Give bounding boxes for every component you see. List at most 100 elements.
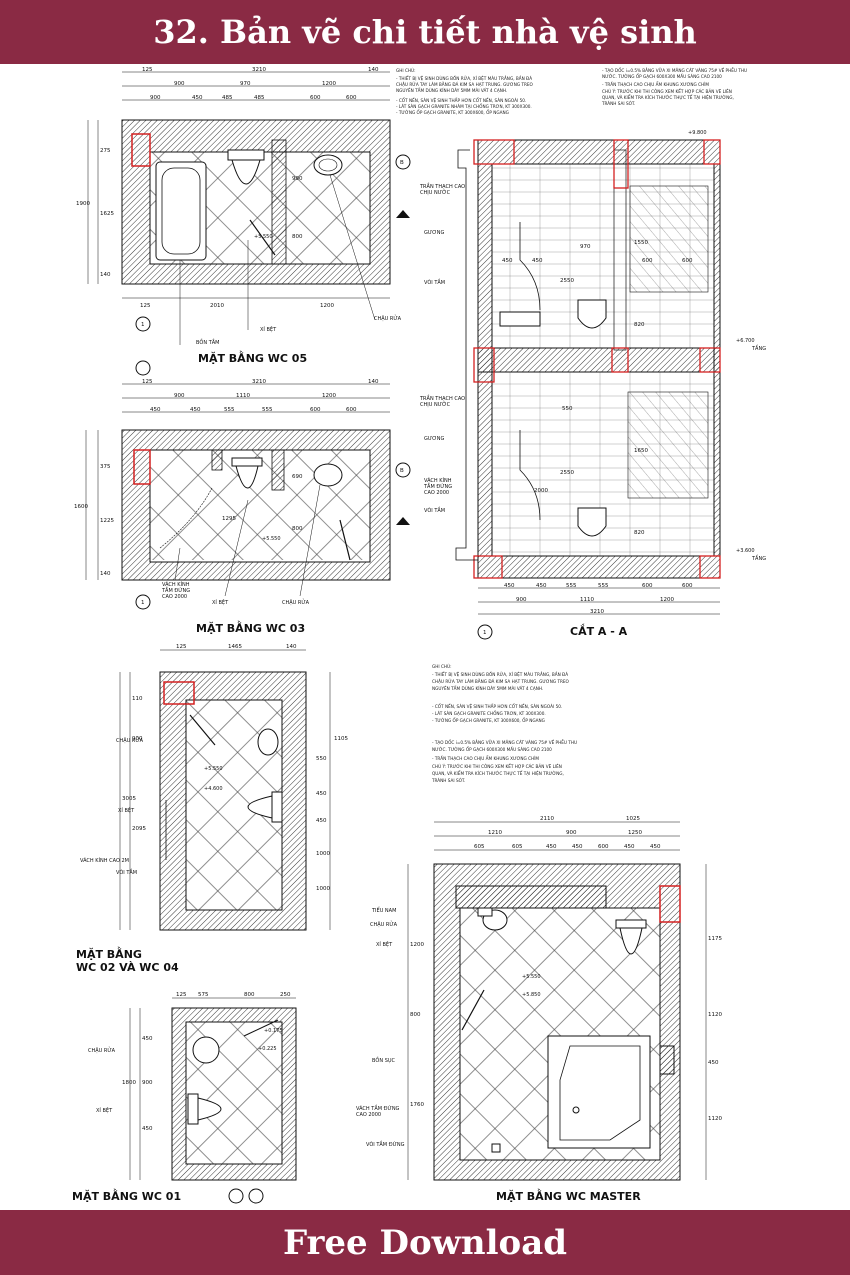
wc0204-dim-right-5: 1000: [316, 851, 330, 857]
master-dim-low-5: 600: [598, 844, 609, 850]
wc03-dim-mid-2: 1110: [236, 393, 250, 399]
wc03-axis-1-marker-icon: [135, 594, 151, 610]
toilet-detail-drawing-sheet: B 1 125 3210 140 900 970 1200 900 450 48…: [72, 67, 766, 1204]
washbasin-icon: [313, 154, 343, 176]
master-top-wall-block: [455, 885, 607, 909]
notes1-line-1: - THIẾT BỊ VỆ SINH DÙNG BỒN RỬA, XÍ BỆT …: [396, 75, 532, 81]
wc05-partition: [271, 139, 287, 265]
master-pilaster: [659, 1045, 675, 1075]
wc0204-dim-right-6: 1000: [316, 886, 330, 892]
axis-1-label: 1: [141, 322, 145, 328]
wc01-dim-left-4: 450: [142, 1126, 153, 1132]
wc03-dim-top-3: 140: [368, 379, 379, 385]
section-cornice-icon: [455, 149, 478, 561]
wc05-dim-left-3: 1900: [76, 201, 90, 207]
wc05-dim-bottom-1: 125: [140, 303, 151, 309]
section-dim-b1: 450: [504, 583, 515, 589]
wc03-highlight: [133, 449, 151, 485]
notes1-line-4: - CỐT NỀN, SÀN VỆ SINH THẤP HƠN CỐT NỀN,…: [396, 98, 526, 103]
wc01-level-2: +0.225: [258, 1046, 277, 1052]
section-dim-b3: 555: [566, 583, 577, 589]
master-jacuzzi-inner-icon: [559, 1045, 641, 1141]
wc0204-dim-top-1: 125: [176, 644, 187, 650]
section-a-a: +9.800 +6.700 +3.600 TẦNG TẦNG TRẦN THẠC…: [419, 130, 766, 640]
notes1-line-6: - TƯỜNG ỐP GẠCH GRANITE, KT 300X600, ỐP …: [396, 110, 509, 115]
section-title: CẮT A - A: [570, 623, 628, 638]
section-partition: [613, 149, 627, 351]
section-mid-slab: [477, 347, 721, 373]
master-dim-right-4: 1120: [708, 1116, 722, 1122]
master-label-tieu-nam: TIỂU NAM: [371, 906, 396, 914]
notes2-line-12: CHÚ Ý: TRƯỚC KHI THI CÔNG XEM KẾT HỢP CÁ…: [432, 763, 562, 769]
wc03-dim-left-3: 1600: [74, 504, 88, 510]
notes1-right-6: TRÁNH SAI SÓT.: [601, 101, 635, 106]
wc03-dim-low-4: 555: [262, 407, 273, 413]
wc03-dimensions: [85, 383, 390, 580]
wc05-dim-left-4: 140: [100, 272, 111, 278]
wc03-dim-low-6: 600: [346, 407, 357, 413]
wc0204-dim-left-3: 3005: [122, 796, 136, 802]
section-right-wall: [713, 163, 721, 557]
notes2-line-1: - THIẾT BỊ VỆ SINH DÙNG BỒN RỬA, XÍ BỆT …: [432, 671, 568, 677]
section-dim-b5: 600: [642, 583, 653, 589]
glass-door-icon: [249, 219, 276, 256]
master-dim-low-4: 450: [572, 844, 583, 850]
wc05-level: +5.550: [254, 234, 273, 240]
wc03-section-mark-icon: [396, 517, 410, 525]
master-toilet-bowl-icon: [619, 927, 643, 955]
wc0204-dim-left-1: 110: [132, 696, 143, 702]
section-dim-u7: 2550: [560, 278, 574, 284]
master-label-voi-tam: VÒI TẮM ĐỨNG: [366, 1140, 405, 1148]
wc03-level: +5.550: [262, 536, 281, 542]
wc0204-label-chau-rua: CHẬU RỬA: [116, 736, 144, 744]
wc0204-label-voi-tam: VÒI TẮM: [116, 868, 137, 876]
wc01-level-1: +0.175: [264, 1028, 283, 1034]
wc03-dim-top-1: 125: [142, 379, 153, 385]
footer-banner[interactable]: Free Download: [0, 1210, 850, 1275]
master-highlight: [659, 885, 681, 923]
master-dim-low-6: 450: [624, 844, 635, 850]
wc03-washbasin-icon: [313, 463, 343, 487]
master-dim-top-1: 2110: [540, 816, 554, 822]
wc03-walls: [121, 429, 391, 581]
wc0204-walls: [159, 671, 307, 931]
notes2-line-5: - CỐT NỀN, SÀN VỆ SINH THẤP HƠN CỐT NỀN,…: [432, 704, 562, 709]
wc03-dim-mid-1: 900: [174, 393, 185, 399]
wc03-swing-door-icon: [159, 487, 213, 549]
wc05-dim-left-2: 1625: [100, 211, 114, 217]
notes1-line-5: - LÁT SÀN GẠCH GRANITE NHÁM TẠI CHỐNG TR…: [396, 104, 532, 109]
master-label-chau-rua: CHẬU RỬA: [370, 920, 398, 928]
free-download-label[interactable]: Free Download: [282, 1222, 568, 1263]
notes1-line-2: CHẬU RỬA TAY LÀM BẰNG ĐÁ KIM SA HẠT TRUN…: [396, 82, 534, 87]
page-title: 32. Bản vẽ chi tiết nhà vệ sinh: [153, 13, 697, 51]
section-dim-u2: 450: [532, 258, 543, 264]
master-dim-low-1: 605: [474, 844, 485, 850]
master-dim-mid-2: 900: [566, 830, 577, 836]
section-level-2: +6.700: [736, 338, 755, 344]
bathtub-icon: [155, 161, 207, 261]
section-left-wall: [477, 163, 493, 557]
wc05-dim-inner-2: 800: [292, 234, 303, 240]
wc0204-label-vach-kinh: VÁCH KÍNH CAO 2M: [80, 857, 129, 864]
wc03-dim-low-3: 555: [224, 407, 235, 413]
plan-wc03: B 1 125 3210 140 900 1110 1200 450 450 5…: [74, 360, 411, 635]
section-dim-u5: 600: [682, 258, 693, 264]
notes1-line-3: NGUYÊN TẤM DÙNG KÍNH DÀY 5MM MÀI VÁT 4 C…: [396, 88, 507, 93]
master-dim-left-2: 800: [410, 1012, 421, 1018]
wc05-dim-bottom-3: 1200: [320, 303, 334, 309]
section-tang-2: TẦNG: [751, 554, 766, 562]
section-label-voi-1: VÒI TẮM: [424, 278, 445, 286]
wc01-toilet-bowl-icon: [197, 1097, 222, 1121]
washbasin-inner-icon: [318, 158, 338, 172]
toilet-bowl-icon: [231, 159, 261, 185]
section-highlights: [473, 139, 721, 579]
wc05-dim-top-2: 3210: [252, 67, 266, 73]
section-upper-glass-icon: [629, 185, 709, 293]
wc0204-dim-top-3: 140: [286, 644, 297, 650]
section-dim-u8: 820: [634, 322, 645, 328]
toilet-tank-icon: [227, 149, 265, 161]
notes2-line-3: NGUYÊN TẤM DÙNG KÍNH DÀY 5MM MÀI VÁT 4 C…: [432, 686, 543, 691]
wc05-dim-bottom-2: 2010: [210, 303, 224, 309]
